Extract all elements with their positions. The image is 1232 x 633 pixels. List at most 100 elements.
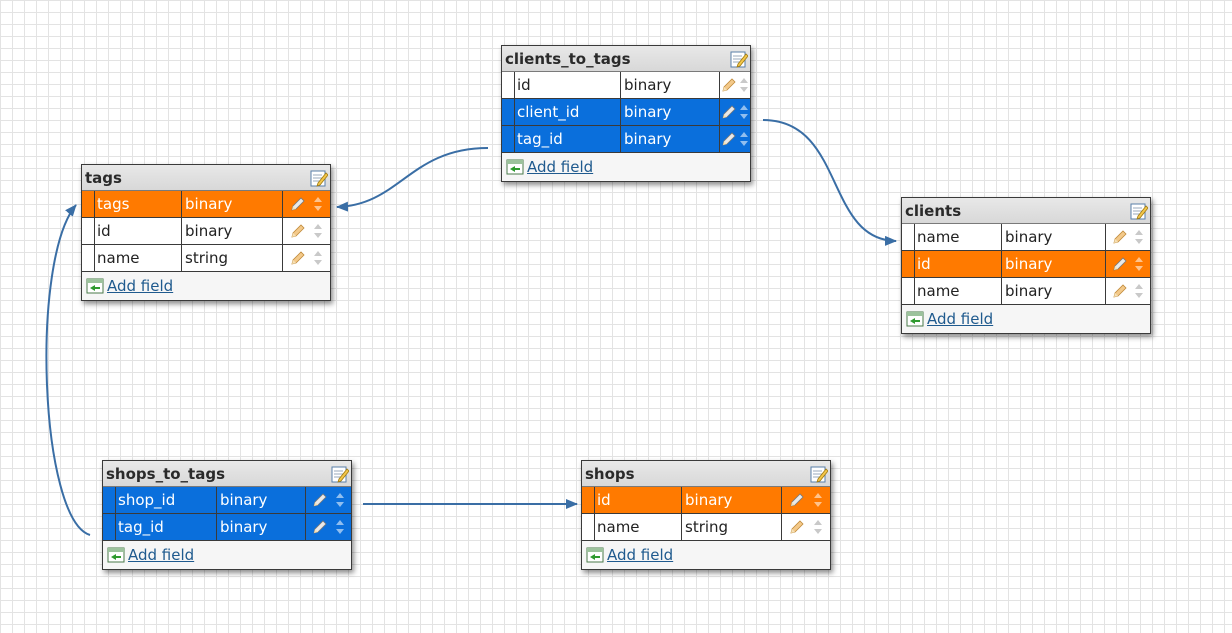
table-name: clients_to_tags	[505, 49, 631, 68]
edit-table-icon[interactable]	[730, 50, 748, 68]
reorder-arrows-icon[interactable]	[813, 518, 823, 536]
field-actions	[283, 245, 330, 271]
field-row-handle[interactable]	[103, 514, 116, 540]
add-field-link[interactable]: Add field	[128, 546, 195, 564]
reorder-arrows-icon[interactable]	[813, 491, 823, 509]
add-field-link[interactable]: Add field	[527, 158, 594, 176]
field-row-handle[interactable]	[502, 126, 515, 152]
edit-field-pencil-icon[interactable]	[312, 519, 328, 535]
field-type: binary	[621, 126, 720, 152]
reorder-arrows-icon[interactable]	[739, 103, 749, 121]
field-name: shop_id	[116, 487, 217, 513]
reorder-arrows-icon[interactable]	[313, 222, 323, 240]
field-row-handle[interactable]	[502, 72, 515, 98]
add-field-link[interactable]: Add field	[607, 546, 674, 564]
add-field-row: Add field	[902, 305, 1150, 333]
field-row-handle[interactable]	[82, 191, 95, 217]
field-type: binary	[1002, 224, 1106, 250]
add-field-link[interactable]: Add field	[107, 277, 174, 295]
field-name: tag_id	[515, 126, 621, 152]
field-row-handle[interactable]	[582, 487, 595, 513]
edit-field-pencil-icon[interactable]	[1112, 256, 1128, 272]
add-field-icon[interactable]	[506, 159, 524, 175]
table-header[interactable]: tags	[82, 165, 330, 191]
edit-field-pencil-icon[interactable]	[1112, 229, 1128, 245]
field-row-handle[interactable]	[902, 224, 915, 250]
reorder-arrows-icon[interactable]	[1134, 255, 1144, 273]
field-row-handle[interactable]	[582, 514, 595, 540]
table-header[interactable]: shops	[582, 461, 830, 487]
field-row-handle[interactable]	[902, 278, 915, 304]
reorder-arrows-icon[interactable]	[313, 249, 323, 267]
edit-table-icon[interactable]	[1130, 202, 1148, 220]
field-row-handle[interactable]	[82, 245, 95, 271]
add-field-link[interactable]: Add field	[927, 310, 994, 328]
field-name: client_id	[515, 99, 621, 125]
edit-field-pencil-icon[interactable]	[290, 250, 306, 266]
field-actions	[1106, 278, 1150, 304]
field-row-handle[interactable]	[103, 487, 116, 513]
reorder-arrows-icon[interactable]	[1134, 228, 1144, 246]
edit-field-pencil-icon[interactable]	[789, 492, 805, 508]
edit-field-pencil-icon[interactable]	[312, 492, 328, 508]
edit-field-pencil-icon[interactable]	[721, 77, 737, 93]
add-field-row: Add field	[82, 272, 330, 300]
reorder-arrows-icon[interactable]	[1134, 282, 1144, 300]
add-field-icon[interactable]	[906, 311, 924, 327]
add-field-row: Add field	[103, 541, 351, 569]
edit-table-icon[interactable]	[331, 465, 349, 483]
field-type: binary	[217, 514, 306, 540]
reorder-arrows-icon[interactable]	[739, 130, 749, 148]
field-actions	[1106, 251, 1150, 277]
table-header[interactable]: shops_to_tags	[103, 461, 351, 487]
field-row-handle[interactable]	[82, 218, 95, 244]
relation-clients-to-tags-tag-id-to-tags[interactable]	[336, 147, 489, 212]
table-header[interactable]: clients	[902, 198, 1150, 224]
reorder-arrows-icon[interactable]	[313, 195, 323, 213]
edit-field-pencil-icon[interactable]	[721, 104, 737, 120]
edit-field-pencil-icon[interactable]	[290, 196, 306, 212]
edit-table-icon[interactable]	[810, 465, 828, 483]
edit-field-pencil-icon[interactable]	[789, 519, 805, 535]
add-field-icon[interactable]	[586, 547, 604, 563]
edit-field-pencil-icon[interactable]	[290, 223, 306, 239]
add-field-icon[interactable]	[86, 278, 104, 294]
field-name: id	[515, 72, 621, 98]
field-type: binary	[621, 72, 720, 98]
edit-field-pencil-icon[interactable]	[721, 131, 737, 147]
field-row-handle[interactable]	[502, 99, 515, 125]
edit-field-pencil-icon[interactable]	[1112, 283, 1128, 299]
field-actions	[306, 514, 351, 540]
field-type: string	[182, 245, 283, 271]
reorder-arrows-icon[interactable]	[335, 491, 345, 509]
table-header[interactable]: clients_to_tags	[502, 46, 750, 72]
relation-clients-to-tags-client-id-to-clients[interactable]	[762, 119, 897, 246]
field-name: tags	[95, 191, 182, 217]
field-actions	[720, 72, 750, 98]
edit-table-icon[interactable]	[310, 169, 328, 187]
add-field-icon[interactable]	[107, 547, 125, 563]
reorder-arrows-icon[interactable]	[739, 76, 749, 94]
reorder-arrows-icon[interactable]	[335, 518, 345, 536]
field-row-handle[interactable]	[902, 251, 915, 277]
field-name: name	[95, 245, 182, 271]
field-actions	[1106, 224, 1150, 250]
